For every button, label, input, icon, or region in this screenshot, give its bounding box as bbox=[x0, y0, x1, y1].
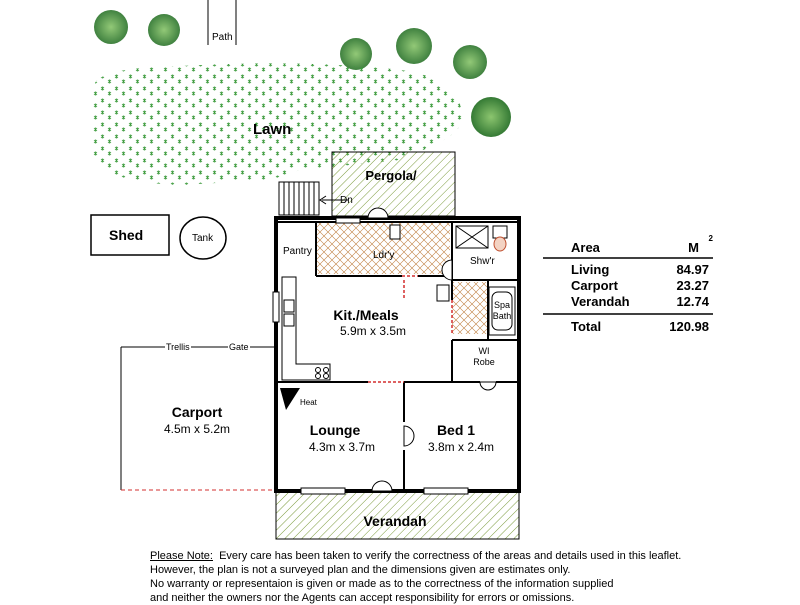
disclaimer: Please Note: Every care has been taken t… bbox=[150, 549, 790, 605]
wi-label: WI bbox=[478, 346, 490, 356]
shower-label: Shw'r bbox=[470, 256, 495, 267]
interior-walls bbox=[276, 221, 519, 491]
openings bbox=[368, 275, 453, 383]
bed1-name: Bed 1 bbox=[436, 422, 476, 438]
area-row: Living 84.97 bbox=[543, 262, 713, 278]
area-total-label: Total bbox=[571, 319, 602, 334]
lounge-dims: 4.3m x 3.7m bbox=[308, 440, 376, 454]
area-total-row: Total 120.98 bbox=[543, 319, 713, 335]
disclaimer-text: Every care has been taken to verify the … bbox=[212, 550, 682, 562]
doors bbox=[367, 207, 497, 492]
arrow-icon bbox=[319, 195, 348, 205]
tree-icon bbox=[340, 38, 372, 70]
disclaimer-line: However, the plan is not a surveyed plan… bbox=[150, 564, 571, 576]
carport bbox=[120, 346, 276, 491]
carport-name: Carport bbox=[171, 404, 223, 420]
robe-label: Robe bbox=[473, 357, 495, 367]
kitchen-name: Kit./Meals bbox=[333, 307, 399, 323]
gate-label: Gate bbox=[228, 342, 250, 352]
trees bbox=[94, 10, 511, 137]
area-row-value: 84.97 bbox=[676, 262, 709, 277]
tree-icon bbox=[94, 10, 128, 44]
disclaimer-line: No warranty or representaion is given or… bbox=[150, 578, 614, 590]
area-row-name: Living bbox=[571, 262, 610, 277]
exterior-walls bbox=[274, 216, 521, 493]
area-row-name: Carport bbox=[571, 278, 618, 293]
tank bbox=[179, 216, 227, 260]
tank-label: Tank bbox=[192, 233, 214, 244]
tree-icon bbox=[148, 14, 180, 46]
disclaimer-line: Please Note: Every care has been taken t… bbox=[150, 549, 790, 563]
pergola-decking bbox=[331, 151, 456, 217]
tree-icon bbox=[396, 28, 432, 64]
windows bbox=[272, 217, 469, 495]
heat-label: Heat bbox=[300, 398, 317, 407]
pantry-label: Pantry bbox=[283, 246, 312, 257]
path-label: Path bbox=[212, 32, 233, 43]
heater bbox=[280, 388, 300, 410]
lawn-label: Lawn bbox=[253, 121, 292, 138]
area-row: Verandah 12.74 bbox=[543, 294, 713, 310]
area-table-lines bbox=[543, 257, 713, 315]
laundry-label: Ldr'y bbox=[373, 250, 395, 261]
bath-label: Bath bbox=[492, 311, 512, 321]
lounge-name: Lounge bbox=[309, 422, 361, 438]
area-header-label: Area bbox=[571, 240, 600, 255]
verandah bbox=[275, 490, 520, 540]
shed-label: Shed bbox=[109, 227, 144, 243]
area-row-value: 23.27 bbox=[676, 278, 709, 293]
kitchen-bench bbox=[281, 276, 331, 381]
area-row: Carport 23.27 bbox=[543, 278, 713, 294]
tree-icon bbox=[471, 97, 511, 137]
carport-dims: 4.5m x 5.2m bbox=[163, 422, 231, 436]
stairs-down-label: Dn bbox=[340, 195, 353, 206]
pergola-label: Pergola/ bbox=[365, 168, 417, 183]
area-row-value: 12.74 bbox=[676, 294, 709, 309]
area-row-name: Verandah bbox=[571, 294, 630, 309]
shed bbox=[90, 214, 170, 256]
disclaimer-line: and neither the owners nor the Agents ca… bbox=[150, 592, 575, 604]
tree-icon bbox=[453, 45, 487, 79]
laundry-floor bbox=[316, 222, 450, 274]
area-table-header: Area M 2 bbox=[543, 234, 713, 256]
wet-area-floor bbox=[452, 282, 488, 334]
trellis-label: Trellis bbox=[165, 342, 191, 352]
disclaimer-heading: Please Note: bbox=[150, 550, 213, 562]
area-header-unit: M bbox=[688, 240, 699, 255]
kitchen-dims: 5.9m x 3.5m bbox=[339, 324, 407, 338]
path-strip bbox=[207, 0, 237, 45]
bed1-dims: 3.8m x 2.4m bbox=[427, 440, 495, 454]
area-header-sup: 2 bbox=[708, 234, 713, 243]
verandah-label: Verandah bbox=[363, 513, 427, 529]
fixtures bbox=[389, 224, 516, 336]
spa-label: Spa bbox=[493, 300, 511, 310]
area-total-value: 120.98 bbox=[669, 319, 709, 334]
steps bbox=[278, 181, 320, 216]
